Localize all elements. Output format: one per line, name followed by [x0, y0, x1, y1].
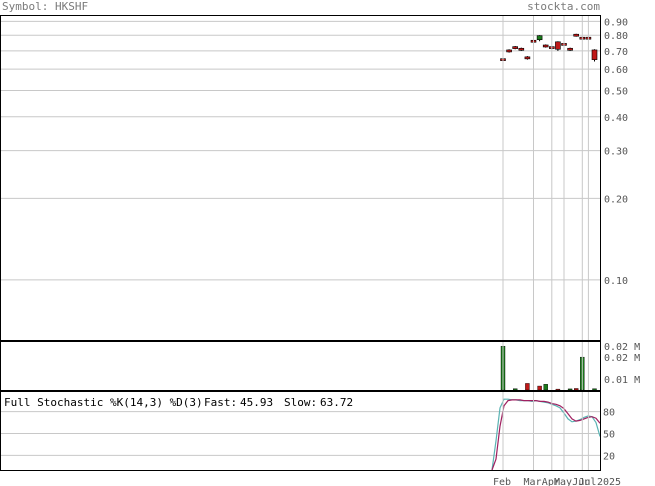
volume-tick-label: 0.02 M [604, 353, 640, 364]
stochastic-tick-label: 20 [603, 451, 615, 462]
volume-bar [592, 388, 597, 391]
fast-label: Fast: [204, 396, 237, 409]
price-tick-label: 0.60 [604, 65, 628, 76]
volume-bar [543, 384, 548, 391]
price-tick-label: 0.40 [604, 113, 628, 124]
stochastic-title: Full Stochastic %K(14,3) %D(3) [4, 396, 203, 409]
site-brand: stockta.com [527, 0, 600, 13]
panel-frame [0, 15, 601, 341]
candle-body [506, 49, 512, 53]
volume-bar [574, 388, 579, 391]
x-tick-label: May [554, 477, 572, 486]
price-tick-label: 0.50 [604, 87, 628, 98]
candle-body [573, 33, 580, 37]
candle-body [536, 35, 543, 41]
panel-frame [0, 391, 601, 471]
x-tick-label: Feb [493, 477, 511, 486]
candle-body [512, 46, 519, 49]
fast-series-line [491, 398, 601, 471]
candle-body [524, 56, 531, 60]
volume-bar [537, 385, 542, 391]
price-tick-label: 0.90 [604, 17, 628, 28]
price-tick-label: 0.70 [604, 47, 628, 58]
x-tick-label: Mar [524, 477, 542, 486]
symbol-label: Symbol: HKSHF [2, 0, 89, 13]
x-tick-label: Jun [572, 477, 590, 486]
x-tick-label: 2025 [597, 477, 621, 486]
candle-body [567, 47, 573, 51]
price-tick-label: 0.10 [604, 276, 628, 287]
volume-bar [555, 388, 561, 391]
stochastic-tick-label: 50 [603, 430, 615, 441]
x-tick-label: Jul [578, 477, 596, 486]
price-tick-label: 0.80 [604, 31, 628, 42]
candle-body [542, 44, 549, 48]
fast-value: 45.93 [240, 396, 273, 409]
volume-bar [525, 383, 530, 391]
price-tick-label: 0.20 [604, 194, 628, 205]
volume-bar [567, 388, 573, 391]
slow-label: Slow: [284, 396, 317, 409]
slow-series-line [491, 399, 601, 471]
stochastic-panel: Full Stochastic %K(14,3) %D(3) Fast: 45.… [0, 396, 615, 471]
stochastic-tick-label: 80 [603, 408, 615, 419]
volume-panel: 0.02 M0.02 M 0.01 M [500, 342, 640, 391]
volume-tick-label: 0.02 M [604, 342, 640, 353]
volume-bar [513, 388, 518, 391]
x-tick-label: Apr [542, 477, 560, 486]
volume-tick-label: 0.01 M [604, 375, 640, 386]
candle-body [555, 41, 561, 50]
price-tick-label: 0.30 [604, 147, 628, 158]
price-panel: 0.90 0.80 0.70 0.60 0.50 0.40 0.30 0.20 0.10 [0, 17, 628, 287]
slow-value: 63.72 [320, 396, 353, 409]
candle-body [591, 49, 598, 60]
candle-body [518, 47, 525, 51]
panel-frame [0, 341, 601, 391]
